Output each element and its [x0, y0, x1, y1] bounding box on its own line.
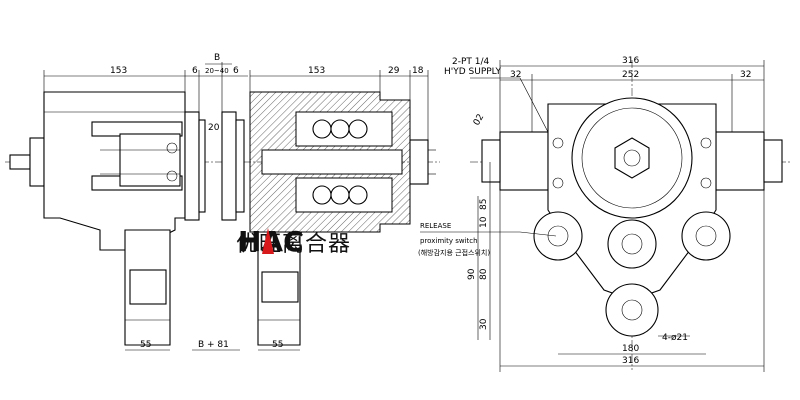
supply-label-line1: 2-PT 1/4 [452, 57, 490, 67]
dim-02: 02 [472, 113, 486, 128]
dim-252: 252 [622, 70, 639, 80]
hac-logo-mark-icon: HAC [238, 225, 304, 256]
company-logo: HAC 优旺离合器 [236, 224, 351, 260]
dim-v90: 90 [467, 268, 477, 280]
logo-accent-triangle [262, 228, 274, 254]
dim-total-316-bottom: 316 [622, 356, 639, 366]
dim-v85: 85 [479, 199, 489, 210]
release-label: RELEASE [420, 222, 451, 230]
left-side-view [5, 91, 440, 346]
dim-32-left: 32 [510, 70, 521, 80]
dim-b-label: B [214, 53, 220, 63]
dim-gap-6a: 6 [192, 66, 198, 76]
dimension-labels: 153 6 B 20~40 6 153 29 18 20 55 B + 81 5… [110, 53, 751, 366]
dim-20: 20 [208, 123, 220, 133]
center-section-view [221, 91, 436, 346]
right-front-view [470, 60, 790, 370]
dim-32-right: 32 [740, 70, 751, 80]
dim-29: 29 [388, 66, 400, 76]
proximity-switch-label: proximity switch [420, 237, 478, 245]
dim-18: 18 [412, 66, 424, 76]
dim-b-plus-81: B + 81 [198, 340, 229, 350]
dim-v80: 80 [479, 268, 489, 280]
dim-180: 180 [622, 344, 639, 354]
dim-left-width: 153 [110, 66, 127, 76]
dim-total-316-top: 316 [622, 56, 639, 66]
dim-b-range: 20~40 [205, 67, 229, 75]
dim-base-55-left: 55 [140, 340, 151, 350]
dim-v10: 10 [479, 216, 489, 228]
dim-hole-dia: 4-ø21 [662, 333, 688, 343]
annotations: 2-PT 1/4 H'YD SUPPLY RELEASE proximity s… [418, 57, 502, 257]
dim-gap-6b: 6 [233, 66, 239, 76]
supply-label-line2: H'YD SUPPLY [444, 67, 502, 77]
korean-note-label: (해방감지용 근접스위치) [418, 248, 490, 257]
dim-center-width: 153 [308, 66, 325, 76]
dim-base-55-right: 55 [272, 340, 283, 350]
dim-v30: 30 [479, 318, 489, 330]
company-name: 优旺离合器 [236, 232, 352, 257]
dimension-lines [43, 60, 765, 372]
